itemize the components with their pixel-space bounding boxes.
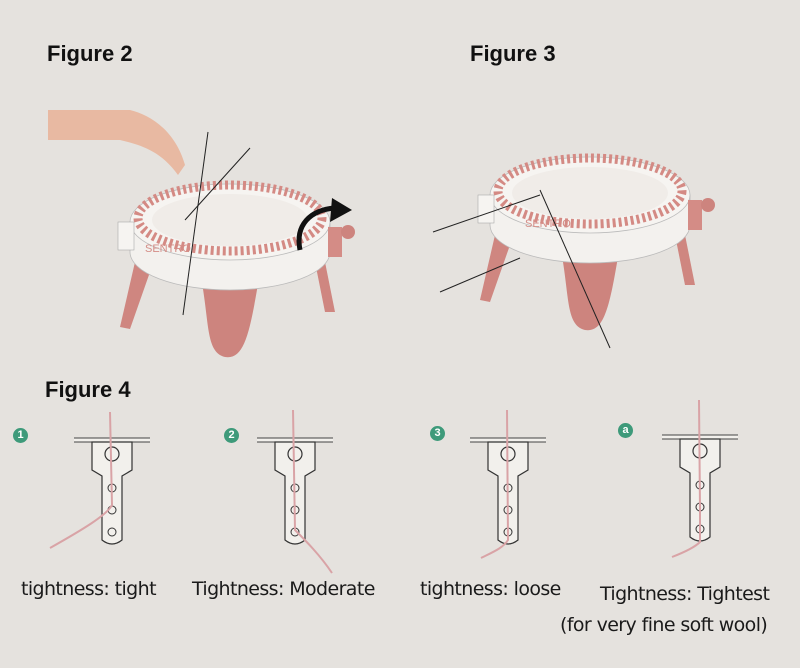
yarn-guide-line <box>539 189 611 349</box>
figure-2-title: Figure 2 <box>47 41 133 66</box>
step-badge-2: 2 <box>224 428 239 443</box>
caption-tight: tightness: tight <box>21 578 157 600</box>
caption-tightest-note: (for very fine soft wool) <box>560 614 768 636</box>
yarn-guide-line <box>439 257 521 293</box>
tension-arm-3 <box>470 409 546 559</box>
tension-arm-1 <box>49 411 150 549</box>
caption-loose: tightness: loose <box>420 578 561 600</box>
caption-tightest: Tightness: Tightest <box>600 583 770 605</box>
yarn-guide-line <box>182 131 209 316</box>
machine-brand-label: SENTRO <box>145 243 191 255</box>
step-badge-1: 1 <box>13 428 28 443</box>
caption-moderate: Tightness: Moderate <box>192 578 375 600</box>
figure-4-title: Figure 4 <box>45 377 131 402</box>
machine-brand-label: SENTRO <box>525 218 571 230</box>
figure-3-title: Figure 3 <box>470 41 556 66</box>
figure-3-machine: SENTRO <box>478 157 715 330</box>
yarn-guide-line <box>432 194 541 233</box>
rotate-arrow-icon <box>296 205 336 251</box>
hand <box>48 110 185 175</box>
tension-arm-2 <box>257 409 333 574</box>
tension-arm-a <box>662 399 738 558</box>
step-badge-3: 3 <box>430 426 445 441</box>
step-badge-a: a <box>618 423 633 438</box>
figure-2-machine: SENTRO <box>118 184 355 357</box>
yarn-guide-line <box>184 147 251 221</box>
